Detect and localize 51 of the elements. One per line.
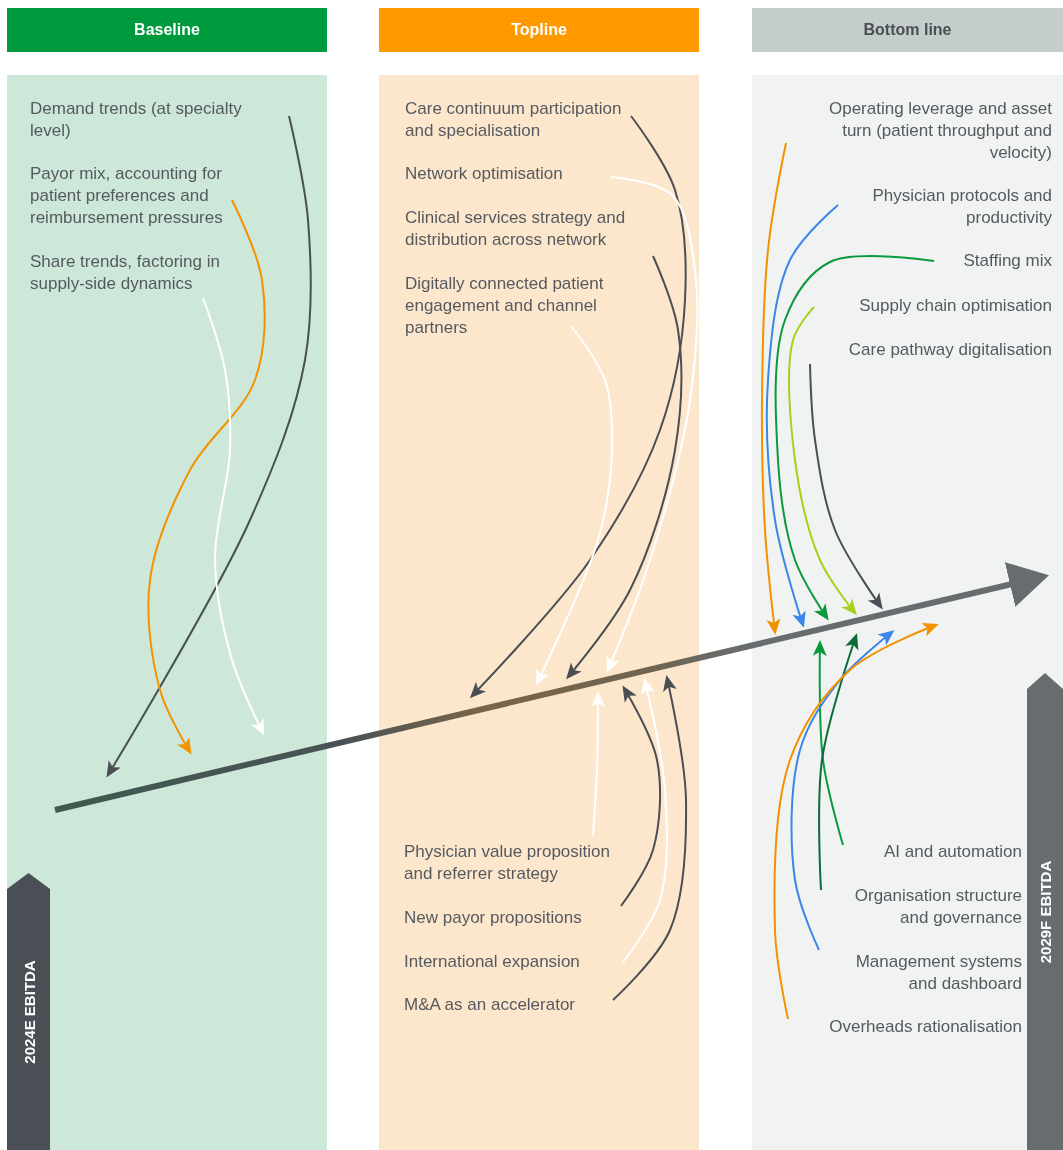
factor-label: Supply chain optimisation: [817, 295, 1052, 317]
arrow: [818, 633, 859, 891]
factor-label: Network optimisation: [405, 163, 605, 185]
arrow: [612, 675, 688, 1001]
arrow: [535, 325, 614, 686]
factor-label: Clinical services strategy and distribution across network: [405, 207, 637, 251]
ebitda-tab: [1027, 673, 1063, 1150]
arrow: [106, 115, 312, 778]
arrow: [620, 685, 662, 907]
arrow: [765, 204, 839, 628]
factor-label: Physician protocols and productivity: [862, 185, 1052, 229]
arrow: [773, 623, 939, 1020]
column-panel: [7, 75, 327, 1150]
column-header: Topline: [379, 8, 699, 52]
arrow: [147, 199, 266, 755]
factor-label: Care pathway digitalisation: [800, 339, 1052, 361]
trend-arrow: [54, 562, 1049, 813]
factor-label: Organisation structure and governance: [838, 885, 1022, 929]
ebitda-tab: [7, 873, 50, 1150]
factor-label: New payor propositions: [404, 907, 619, 929]
arrow: [566, 255, 683, 680]
column-panel: [379, 75, 699, 1150]
arrow: [812, 640, 844, 846]
arrow: [774, 255, 935, 621]
arrow: [788, 306, 857, 616]
arrow: [760, 142, 787, 635]
factor-label: AI and automation: [846, 841, 1022, 863]
arrow: [202, 297, 265, 736]
tab-label: 2024E EBITDA: [20, 959, 37, 1064]
column-panel: [752, 75, 1063, 1150]
factor-label: Physician value proposition and referrer strategy: [404, 841, 619, 885]
arrow: [622, 678, 668, 963]
column-header: Baseline: [7, 8, 327, 52]
factor-label: Management systems and dashboard: [838, 951, 1022, 995]
tab-label: 2029F EBITDA: [1036, 860, 1054, 963]
arrow: [469, 115, 687, 699]
arrow: [590, 691, 605, 837]
factor-label: Demand trends (at specialty level): [30, 98, 245, 142]
arrow: [790, 630, 895, 951]
factor-label: Overheads rationalisation: [788, 1016, 1022, 1038]
column-header: Bottom line: [752, 8, 1063, 52]
factor-label: Operating leverage and asset turn (patient throughput and velocity): [825, 98, 1052, 164]
factor-label: Staffing mix: [938, 250, 1052, 272]
factor-label: International expansion: [404, 951, 619, 973]
arrow: [809, 363, 883, 610]
arrow: [606, 176, 699, 673]
factor-label: Digitally connected patient engagement and channel partners: [405, 273, 615, 339]
factor-label: Care continuum participation and specialisation: [405, 98, 635, 142]
factor-label: Share trends, factoring in supply-side dynamics: [30, 251, 230, 295]
factor-label: M&A as an accelerator: [404, 994, 609, 1016]
factor-label: Payor mix, accounting for patient preferences and reimbursement pressures: [30, 163, 230, 229]
